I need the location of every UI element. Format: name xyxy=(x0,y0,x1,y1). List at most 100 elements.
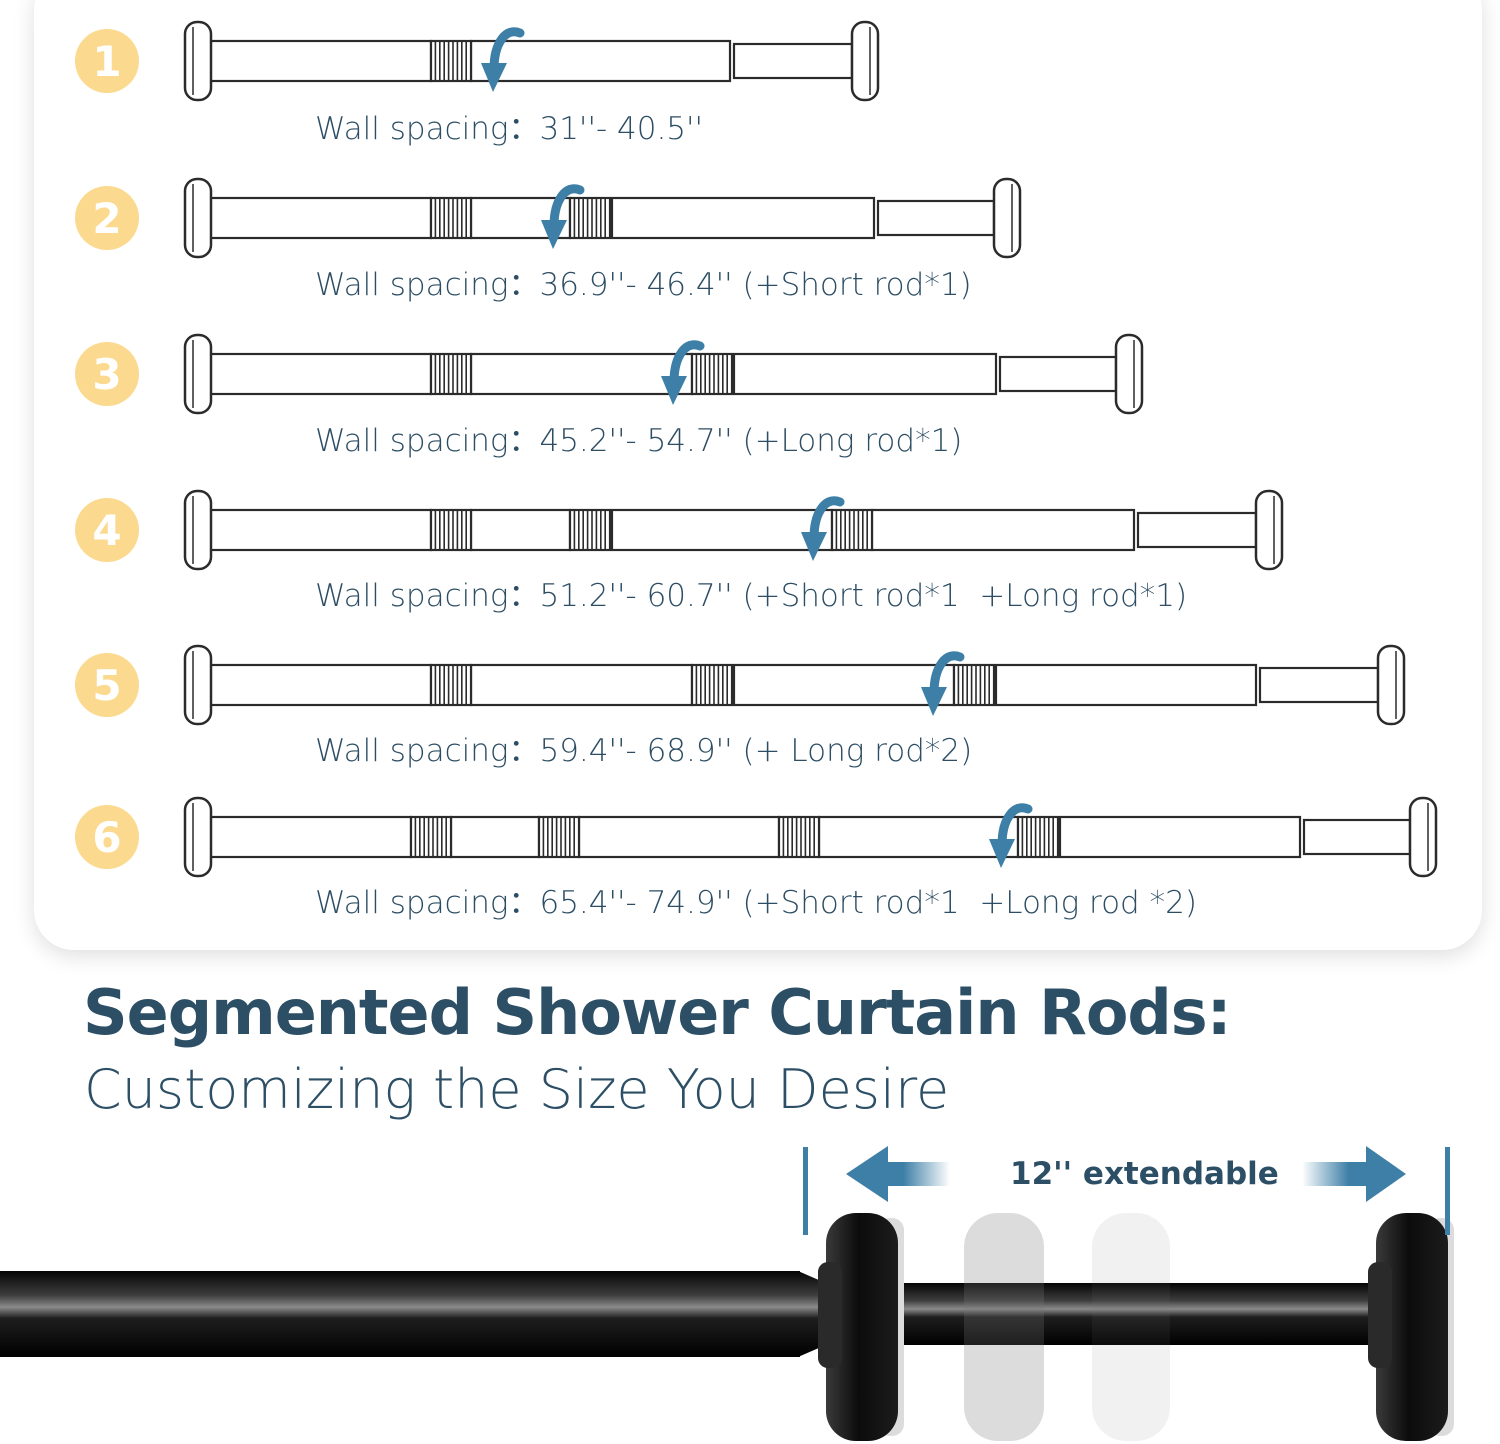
end-cap-left xyxy=(183,177,213,259)
threaded-joint xyxy=(952,663,996,707)
rod-segment xyxy=(469,663,694,707)
rod-segment xyxy=(469,39,732,83)
step-badge xyxy=(75,342,139,406)
threaded-joint xyxy=(429,39,473,83)
step-number: 6 xyxy=(92,813,121,862)
extendable-rod-render xyxy=(0,1146,1454,1441)
rod-segment xyxy=(1258,666,1380,704)
rod-config-4: 4 xyxy=(75,489,1284,571)
wall-spacing-label: Wall spacing：59.4''- 68.9'' (+ Long rod*… xyxy=(315,733,973,769)
step-badge xyxy=(75,653,139,717)
rod-segment xyxy=(876,199,996,237)
rod-config-3: 3 xyxy=(75,333,1144,415)
step-number: 1 xyxy=(92,37,121,86)
extendable-label: 12'' extendable xyxy=(1010,1156,1279,1192)
rod-config-6: 6 xyxy=(75,796,1438,878)
rod-segment xyxy=(469,352,694,396)
step-number: 2 xyxy=(92,194,121,243)
headline: Segmented Shower Curtain Rods: xyxy=(83,976,1231,1049)
twist-arrow-icon xyxy=(481,27,525,92)
rod-segment xyxy=(732,352,998,396)
rod-segment xyxy=(208,663,433,707)
rod-segment xyxy=(208,39,433,83)
twist-arrow-icon xyxy=(989,803,1033,868)
rod-segment xyxy=(870,508,1136,552)
threaded-joint xyxy=(429,663,473,707)
rod-config-5: 5 xyxy=(75,644,1406,726)
right-extent-marker xyxy=(1445,1147,1450,1235)
rod-main-tube xyxy=(0,1271,800,1357)
rod-segment xyxy=(732,42,854,80)
arrow-right-icon xyxy=(1302,1146,1406,1202)
end-cap-right xyxy=(1254,489,1284,571)
threaded-joint xyxy=(830,508,874,552)
step-badge xyxy=(75,29,139,93)
right-end-flange xyxy=(1368,1213,1454,1441)
wall-spacing-label: Wall spacing：51.2''- 60.7'' (+Short rod*… xyxy=(315,578,1188,614)
wall-spacing-label: Wall spacing：36.9''- 46.4'' (+Short rod*… xyxy=(315,267,972,303)
rod-segment xyxy=(469,508,572,552)
end-cap-right xyxy=(992,177,1022,259)
end-cap-left xyxy=(183,489,213,571)
rod-segment xyxy=(610,508,834,552)
step-number: 4 xyxy=(92,506,121,555)
rod-segment xyxy=(208,196,433,240)
threaded-joint xyxy=(690,352,734,396)
rod-segment xyxy=(817,815,1020,859)
rod-segment xyxy=(208,508,433,552)
threaded-joint xyxy=(568,508,612,552)
end-cap-left xyxy=(183,20,213,102)
threaded-joint xyxy=(409,815,453,859)
rod-inner-tube xyxy=(826,1283,1382,1345)
step-number: 3 xyxy=(92,350,121,399)
rod-segment xyxy=(732,663,956,707)
wall-spacing-label: Wall spacing：65.4''- 74.9'' (+Short rod*… xyxy=(315,885,1197,921)
rod-segment xyxy=(994,663,1258,707)
ghost-flange-2 xyxy=(1092,1213,1170,1441)
ghost-flange-1 xyxy=(964,1213,1044,1441)
rod-segment xyxy=(1136,511,1258,549)
wall-spacing-label: Wall spacing：31''- 40.5'' xyxy=(315,111,704,147)
rod-config-2: 2 xyxy=(75,177,1022,259)
left-end-flange xyxy=(818,1213,904,1441)
rod-segment xyxy=(449,815,541,859)
rod-segment xyxy=(998,355,1118,393)
threaded-joint xyxy=(777,815,821,859)
end-cap-left xyxy=(183,644,213,726)
rod-segment xyxy=(610,196,876,240)
threaded-joint xyxy=(690,663,734,707)
step-badge xyxy=(75,186,139,250)
threaded-joint xyxy=(429,196,473,240)
step-badge xyxy=(75,805,139,869)
threaded-joint xyxy=(1016,815,1060,859)
threaded-joint xyxy=(537,815,581,859)
end-cap-left xyxy=(183,796,213,878)
rod-segment xyxy=(1302,818,1412,856)
rod-segment xyxy=(208,815,413,859)
threaded-joint xyxy=(429,508,473,552)
rod-segment xyxy=(1058,815,1302,859)
left-extent-marker xyxy=(803,1147,808,1235)
threaded-joint xyxy=(568,196,612,240)
threaded-joint xyxy=(429,352,473,396)
end-cap-left xyxy=(183,333,213,415)
wall-spacing-label: Wall spacing：45.2''- 54.7'' (+Long rod*1… xyxy=(315,423,963,459)
end-cap-right xyxy=(850,20,880,102)
rod-segment xyxy=(208,352,433,396)
configuration-card xyxy=(34,0,1482,950)
end-cap-right xyxy=(1114,333,1144,415)
twist-arrow-icon xyxy=(801,496,845,561)
rod-segment xyxy=(577,815,781,859)
step-badge xyxy=(75,498,139,562)
rod-configuration-rows: 1 2 3 4 5 6 xyxy=(75,20,1438,878)
subheadline: Customizing the Size You Desire xyxy=(84,1058,950,1121)
twist-arrow-icon xyxy=(921,651,965,716)
end-cap-right xyxy=(1376,644,1406,726)
twist-arrow-icon xyxy=(541,184,585,249)
step-number: 5 xyxy=(92,661,121,710)
twist-arrow-icon xyxy=(661,340,705,405)
end-cap-right xyxy=(1408,796,1438,878)
arrow-left-icon xyxy=(846,1146,950,1202)
rod-config-1: 1 xyxy=(75,20,880,102)
